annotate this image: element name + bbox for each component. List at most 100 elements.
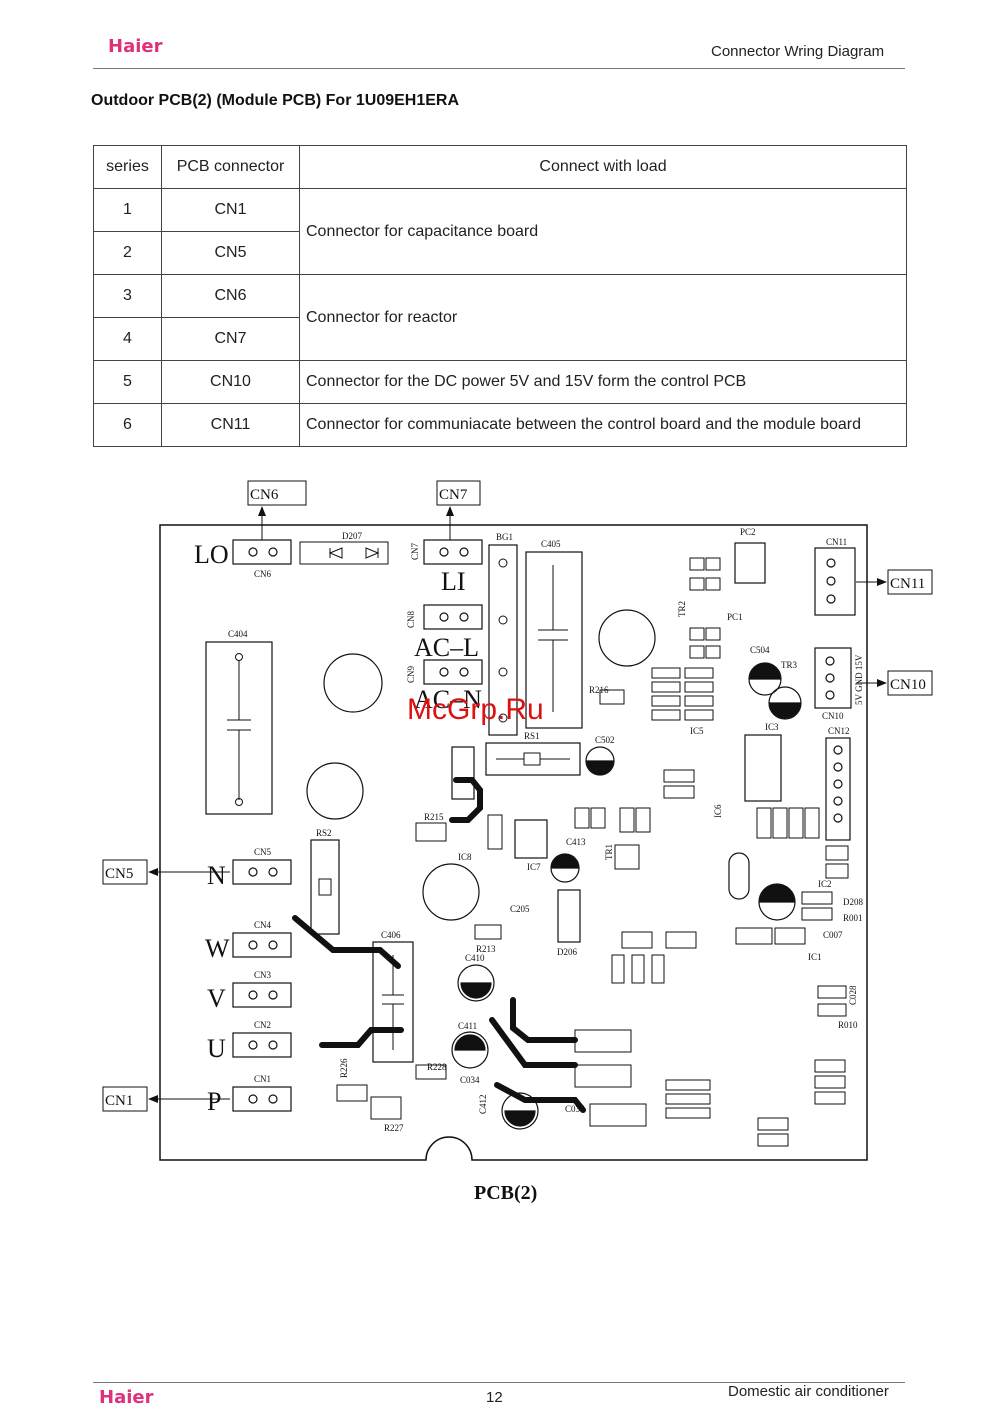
silk-cn11: CN11 [826, 537, 847, 547]
watermark: McGrp.Ru [407, 693, 544, 726]
series-cell: 1 [93, 188, 162, 232]
silk-c007: C007 [823, 930, 843, 940]
callout-box-cn5 [102, 859, 148, 885]
callout-cn1: CN1 [105, 1093, 133, 1109]
silk-ic2: IC2 [818, 879, 832, 889]
silk-r010: R010 [838, 1020, 858, 1030]
series-cell: 3 [93, 274, 162, 318]
connector-cell: CN7 [161, 317, 300, 361]
callout-box-cn7 [436, 480, 481, 506]
footer-brand-logo: Haier [99, 1387, 154, 1408]
terminal-p-label: P [207, 1087, 221, 1116]
silk-ic1: IC1 [808, 952, 822, 962]
silk-c410: C410 [465, 953, 485, 963]
silk-r227: R227 [384, 1123, 404, 1133]
silk-r226: R226 [339, 1058, 349, 1078]
callout-cn10: CN10 [890, 677, 926, 693]
ic7 [514, 819, 548, 859]
terminal-u-label: U [207, 1034, 226, 1063]
header-rule [93, 68, 905, 69]
silk-r216: R216 [589, 685, 609, 695]
silk-c413: C413 [566, 837, 586, 847]
silk-cn6: CN6 [254, 569, 272, 579]
connector-cn5 [232, 859, 292, 885]
silk-tr2: TR2 [677, 601, 687, 617]
terminal-acn-label: AC–N [414, 685, 482, 714]
connector-cell: CN5 [161, 231, 300, 275]
silk-d208: D208 [843, 897, 863, 907]
silk-c205: C205 [510, 904, 530, 914]
callout-box-cn1 [102, 1086, 148, 1112]
callout-cn6: CN6 [250, 487, 279, 503]
silk-cn1: CN1 [254, 1074, 271, 1084]
footer-rule [93, 1382, 905, 1383]
load-cell: Connector for the DC power 5V and 15V fo… [299, 360, 907, 404]
silk-c502: C502 [595, 735, 615, 745]
table-row: 3 CN6 Connector for reactor [93, 274, 907, 361]
series-cell: 5 [93, 360, 162, 404]
silk-ic6: IC6 [713, 804, 723, 818]
connector-cn7 [423, 539, 483, 565]
diode-d203 [589, 1103, 647, 1127]
silk-c412: C412 [478, 1094, 488, 1114]
silk-rs1: RS1 [524, 731, 540, 741]
silk-r228: R228 [427, 1062, 447, 1072]
connector-cn4 [232, 932, 292, 958]
silk-d207: D207 [342, 531, 362, 541]
col-header-connector: PCB connector [161, 145, 300, 189]
doc-title: Connector Wring Diagram [711, 43, 885, 60]
callout-cn5: CN5 [105, 866, 133, 882]
silk-c406: C406 [381, 930, 401, 940]
silk-cn7: CN7 [410, 542, 420, 560]
terminal-w-label: W [205, 934, 230, 963]
silk-bg1: BG1 [496, 532, 513, 542]
terminal-lo-label: LO [194, 540, 229, 569]
load-cell: Connector for reactor [299, 274, 907, 361]
callout-cn7: CN7 [439, 487, 468, 503]
connector-cn3 [232, 982, 292, 1008]
silk-cn2: CN2 [254, 1020, 271, 1030]
terminal-acl-label: AC–L [414, 633, 479, 662]
silk-pc1: PC1 [727, 612, 743, 622]
callout-box-cn6 [247, 480, 307, 506]
terminal-v-label: V [207, 984, 226, 1013]
connector-cn2 [232, 1032, 292, 1058]
connector-cn9 [423, 659, 483, 685]
silk-cn5: CN5 [254, 847, 272, 857]
section-title: Outdoor PCB(2) (Module PCB) For 1U09EH1E… [91, 92, 460, 109]
silk-tr3: TR3 [781, 660, 798, 670]
silk-cn10-pins: 5V GND 15V [854, 654, 864, 705]
diode-d201 [574, 1029, 632, 1053]
silk-ic8: IC8 [458, 852, 472, 862]
diode-d202 [574, 1064, 632, 1088]
silk-ic7: IC7 [527, 862, 541, 872]
connector-cn10 [814, 647, 852, 709]
load-cell: Connector for communiacate between the c… [299, 403, 907, 447]
callout-box-cn10 [887, 670, 933, 696]
callout-cn11: CN11 [890, 576, 925, 592]
connector-cell: CN11 [161, 403, 300, 447]
silk-r001: R001 [843, 913, 863, 923]
silk-r215: R215 [424, 812, 444, 822]
silk-ic5: IC5 [690, 726, 704, 736]
silk-cn8: CN8 [406, 610, 416, 628]
connector-cn1 [232, 1086, 292, 1112]
brand-logo: Haier [108, 36, 163, 57]
silk-ic3: IC3 [765, 722, 779, 732]
silk-c036: C036 [565, 1104, 585, 1114]
silk-c411: C411 [458, 1021, 477, 1031]
pcb-caption: PCB(2) [474, 1182, 537, 1204]
silk-d206: D206 [557, 947, 577, 957]
callout-box-cn11 [887, 569, 933, 595]
silk-r213: R213 [476, 944, 496, 954]
silk-c404: C404 [228, 629, 248, 639]
silk-cn12: CN12 [828, 726, 850, 736]
board-outline [159, 524, 868, 1161]
silk-c504: C504 [750, 645, 770, 655]
table-header-row: series PCB connector Connect with load [93, 145, 907, 189]
silk-cn10: CN10 [822, 711, 844, 721]
connector-table: series PCB connector Connect with load 1… [93, 145, 907, 447]
table-row: 6 CN11 Connector for communiacate betwee… [93, 403, 907, 447]
col-header-series: series [93, 145, 162, 189]
